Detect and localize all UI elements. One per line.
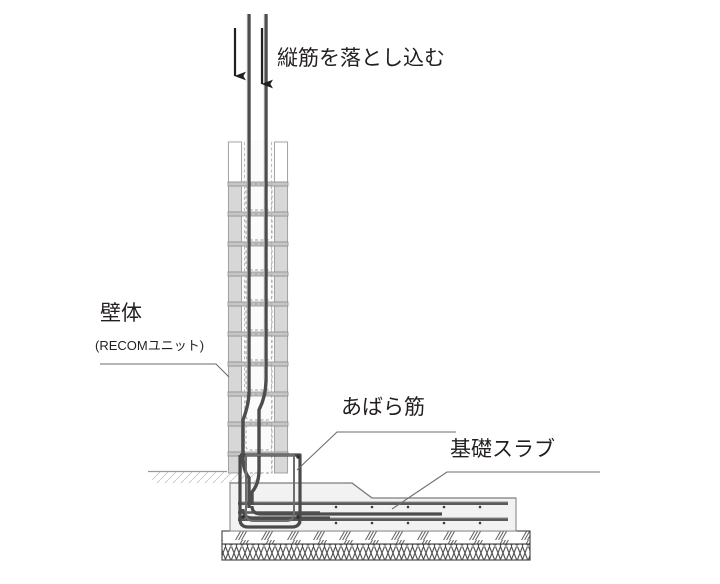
leader-line-wall-body	[100, 363, 230, 378]
wall-units-stack	[227, 140, 289, 474]
label-foundation-slab: 基礎スラブ	[450, 438, 555, 461]
slab-rebar-upper-ties	[298, 505, 482, 509]
stirrup-tie-dot	[296, 515, 300, 519]
drop-arrows-group	[233, 28, 273, 89]
label-wall-body-sub: (RECOMユニット)	[95, 338, 204, 353]
stirrup-inner	[245, 454, 295, 522]
leader-line-stirrup	[296, 431, 456, 471]
wall-unit	[227, 391, 289, 423]
vertical-rebar-right	[250, 14, 268, 505]
leader-line-foundation-slab	[391, 471, 600, 510]
stirrup-outer	[238, 453, 302, 529]
label-wall-body: 壁体	[100, 302, 142, 325]
stirrup-group	[238, 453, 302, 529]
wall-unit-top	[228, 141, 288, 183]
leader-lines-group	[100, 363, 600, 510]
label-drop-rebar: 縦筋を落とし込む	[277, 47, 445, 70]
wall-unit	[227, 241, 289, 273]
label-stirrup: あばら筋	[341, 396, 425, 419]
vertical-rebar-right-foot	[250, 505, 442, 516]
soil-hatch	[152, 472, 260, 483]
stirrup-tie-dot	[241, 515, 245, 519]
wall-unit	[227, 271, 289, 303]
wall-unit	[227, 331, 289, 363]
foundation-base-layers	[221, 530, 531, 561]
lean-concrete-layer	[221, 530, 531, 545]
stirrup-tie-dot	[296, 455, 300, 459]
slab-top-profile	[230, 482, 516, 499]
gravel-bed-layer	[221, 543, 531, 561]
